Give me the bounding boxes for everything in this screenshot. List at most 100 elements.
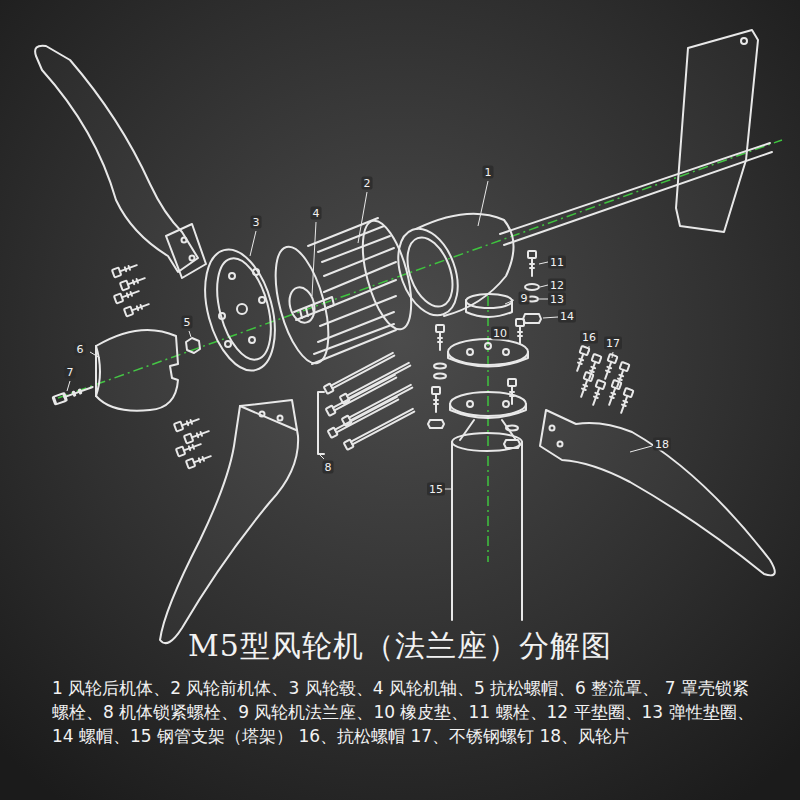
part-drawing [676, 30, 758, 232]
part-drawing [294, 297, 334, 320]
callout-number: 10 [491, 327, 509, 340]
part-drawing [53, 383, 93, 404]
part-drawing [190, 256, 195, 261]
axis-line [487, 296, 489, 562]
part-drawing [253, 269, 259, 275]
part-drawing [573, 346, 589, 372]
part-drawing [434, 374, 446, 379]
part-drawing [219, 313, 225, 319]
part-drawing [451, 442, 453, 620]
part-drawing [314, 226, 396, 354]
part-drawing [249, 337, 255, 343]
part-drawing [525, 284, 539, 290]
part-drawing [35, 46, 198, 272]
callout-number: 13 [548, 293, 566, 306]
callout-number: 3 [251, 216, 262, 229]
part-drawing [448, 352, 528, 367]
part-drawing [184, 427, 210, 443]
part-drawing [260, 412, 265, 417]
callout-number: 1 [483, 166, 494, 179]
part-drawing [174, 415, 200, 431]
part-drawing [186, 452, 212, 468]
part-drawing [416, 214, 514, 316]
callout-number: 16 [580, 331, 598, 344]
leader-line [539, 262, 548, 264]
leader-line [358, 192, 367, 243]
callout-number: 17 [604, 337, 622, 350]
part-drawing [521, 442, 523, 620]
part-drawing [452, 433, 522, 451]
callout-number: 8 [323, 461, 334, 474]
part-drawing [485, 343, 491, 349]
part-drawing [387, 220, 469, 323]
part-drawing [605, 380, 621, 406]
part-drawing [259, 297, 265, 303]
callout-number: 9 [519, 292, 530, 305]
callout-number: 11 [548, 256, 566, 269]
part-drawing [540, 410, 775, 575]
part-drawing [300, 305, 314, 318]
leader-line [589, 346, 590, 352]
leader-line [90, 352, 100, 358]
part-drawing [550, 426, 555, 431]
callout-number: 18 [653, 438, 671, 451]
part-drawing [506, 426, 518, 431]
callout-number: 15 [427, 483, 445, 496]
part-drawing [577, 372, 593, 398]
part-drawing [741, 38, 747, 44]
part-drawing [96, 346, 100, 396]
part-drawing [166, 224, 206, 278]
part-drawing [432, 387, 440, 412]
part-drawing [186, 338, 200, 353]
leader-line [312, 222, 316, 296]
part-drawing [160, 400, 298, 643]
callout-number: 14 [558, 310, 576, 323]
part-drawing [176, 440, 202, 456]
part-drawing [114, 287, 140, 303]
part-drawing [503, 401, 509, 407]
part-drawing [278, 416, 283, 421]
part-drawing [96, 330, 178, 411]
diagram-title: M5型风轮机（法兰座）分解图 [0, 626, 800, 666]
leader-line [478, 181, 488, 226]
part-drawing [434, 364, 446, 369]
part-drawing [428, 420, 444, 428]
part-drawing [35, 30, 775, 643]
leader-line [67, 181, 652, 489]
part-drawing [182, 238, 187, 243]
part-drawing [240, 406, 296, 430]
callout-number: 4 [311, 207, 322, 220]
part-drawing [617, 388, 633, 414]
part-drawing [500, 143, 770, 234]
callout-number: 5 [182, 316, 193, 329]
part-drawing [326, 373, 398, 416]
part-drawing [503, 349, 509, 355]
part-drawing [516, 319, 524, 344]
part-drawing [112, 261, 138, 277]
leader-line [543, 317, 558, 318]
part-drawing [589, 380, 605, 406]
leader-line [630, 446, 652, 452]
part-drawing [328, 395, 400, 438]
part-drawing [466, 294, 512, 308]
part-drawing [523, 314, 541, 323]
leader-line [250, 231, 256, 256]
leader-line [540, 285, 548, 287]
parts-list-caption: 1 风轮后机体、2 风轮前机体、3 风轮毂、4 风轮机轴、5 抗松螺帽、6 整流… [52, 676, 758, 748]
part-drawing [399, 231, 461, 312]
part-drawing [225, 341, 231, 347]
part-drawing [601, 354, 617, 380]
part-drawing [344, 407, 416, 450]
part-drawing [193, 242, 287, 378]
part-drawing [450, 404, 526, 418]
leader-line [539, 299, 548, 300]
part-drawing [528, 251, 536, 276]
part-drawing [324, 351, 396, 394]
part-drawing [237, 304, 247, 314]
part-drawing [448, 339, 528, 365]
part-drawing [467, 349, 473, 355]
part-drawing [504, 152, 772, 245]
leader-line [189, 331, 191, 337]
callout-number: 12 [548, 279, 566, 292]
